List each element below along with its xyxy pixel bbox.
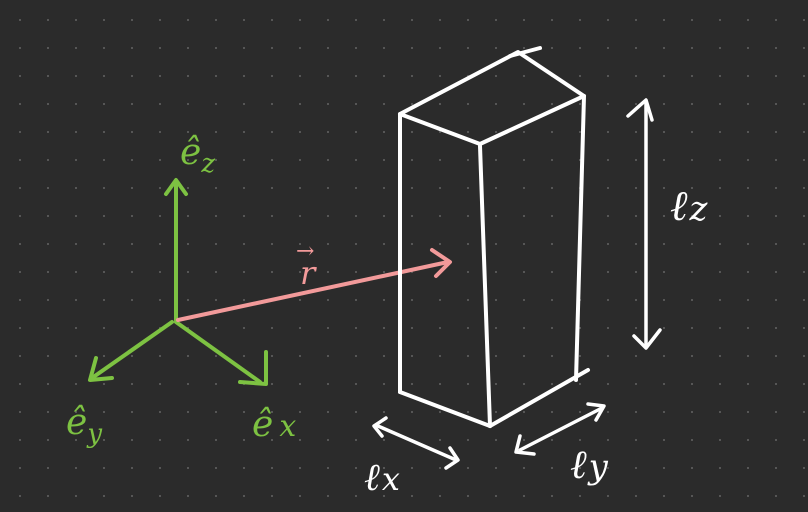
box-right-back-edge	[574, 94, 586, 382]
length-z-label: ℓz	[670, 181, 709, 230]
basis-z-arrowhead	[164, 178, 188, 196]
rectangular-box	[398, 46, 590, 428]
position-vector-arrowhead	[430, 248, 452, 278]
length-y-arrowhead-left	[514, 434, 536, 456]
length-y-label: ℓy	[570, 442, 609, 488]
length-z-arrowhead-top	[626, 98, 654, 122]
basis-y-arrowhead	[88, 356, 114, 382]
basis-y-arrow	[90, 320, 174, 380]
length-z-arrowhead-bottom	[632, 328, 662, 350]
position-vector-label: r	[300, 254, 317, 292]
coordinate-frame	[88, 178, 268, 386]
dimension-markers	[372, 98, 662, 470]
box-front-edge	[478, 144, 492, 428]
basis-y-label: êy	[66, 402, 102, 449]
length-y-arrow	[518, 406, 604, 452]
length-x-arrowhead-right	[444, 446, 460, 470]
length-y-arrowhead-right	[586, 402, 606, 422]
box-top-edge-overshoot	[508, 46, 542, 58]
position-vector-accent: →	[296, 239, 314, 264]
position-vector-shaft	[176, 260, 450, 322]
basis-x-arrow	[174, 320, 262, 384]
position-vector	[176, 248, 452, 322]
basis-x-arrowhead	[238, 350, 268, 386]
length-x-arrow	[376, 424, 458, 462]
length-x-arrowhead-left	[372, 416, 388, 438]
length-x-label: ℓx	[364, 455, 400, 499]
box-bottom-left-edge	[398, 390, 492, 428]
box-top-face	[398, 50, 586, 146]
box-bottom-right-edge	[488, 368, 590, 428]
basis-z-label: êz	[180, 132, 215, 179]
